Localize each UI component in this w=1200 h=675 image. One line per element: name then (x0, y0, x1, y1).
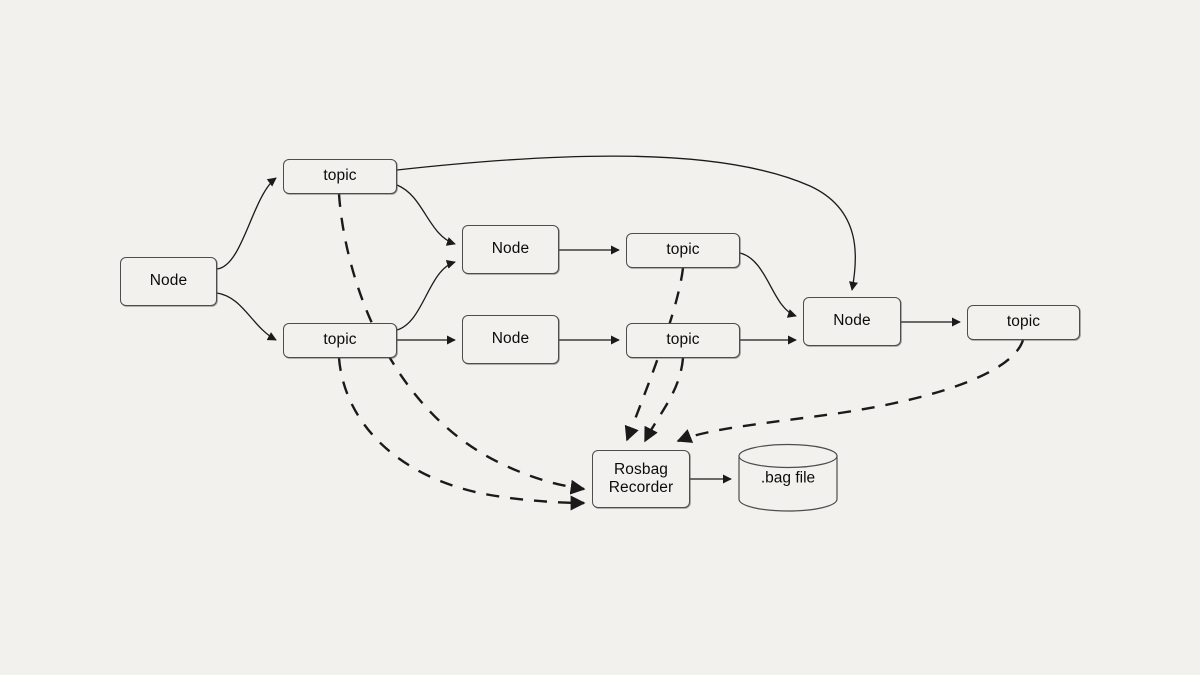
topic-right-label: topic (1006, 313, 1041, 331)
edge-node-source-to-topic-bottom-left (216, 292, 277, 341)
topic-mid-upper[interactable]: topic (626, 233, 740, 268)
topic-mid-upper-label: topic (666, 241, 700, 259)
node-source[interactable]: Node (120, 257, 217, 306)
node-mid-upper-label: Node (491, 240, 530, 258)
topic-right[interactable]: topic (967, 305, 1080, 340)
node-mid-lower-label: Node (491, 330, 530, 348)
node-right[interactable]: Node (803, 297, 901, 346)
dashed-edge-topic-bottom-left-to-rosbag (337, 357, 586, 511)
rosbag-recorder[interactable]: Rosbag Recorder (592, 450, 690, 508)
topic-top-left[interactable]: topic (283, 159, 397, 194)
topic-bottom-left-label: topic (323, 331, 357, 349)
bag-file-label: .bag file (760, 469, 816, 487)
cylinder-shape (738, 443, 838, 512)
topic-bottom-left[interactable]: topic (283, 323, 397, 358)
topic-mid-lower[interactable]: topic (626, 323, 740, 358)
node-mid-upper[interactable]: Node (462, 225, 559, 274)
rosbag-recorder-label: Rosbag Recorder (608, 460, 674, 496)
edge-topic-bottom-left-to-node-mid-upper (396, 259, 456, 331)
node-right-label: Node (833, 312, 871, 330)
edge-topic-mid-upper-to-node-right (739, 252, 797, 318)
edge-node-source-to-topic-top-left (216, 177, 277, 270)
topic-top-left-label: topic (323, 167, 357, 185)
node-mid-lower[interactable]: Node (462, 315, 559, 364)
bag-file[interactable]: .bag file (738, 443, 838, 512)
node-source-label: Node (149, 272, 188, 290)
topic-mid-lower-label: topic (666, 331, 700, 349)
dashed-edge-topic-mid-lower-to-rosbag (643, 357, 685, 443)
edge-topic-top-left-to-node-mid-upper (396, 184, 456, 246)
